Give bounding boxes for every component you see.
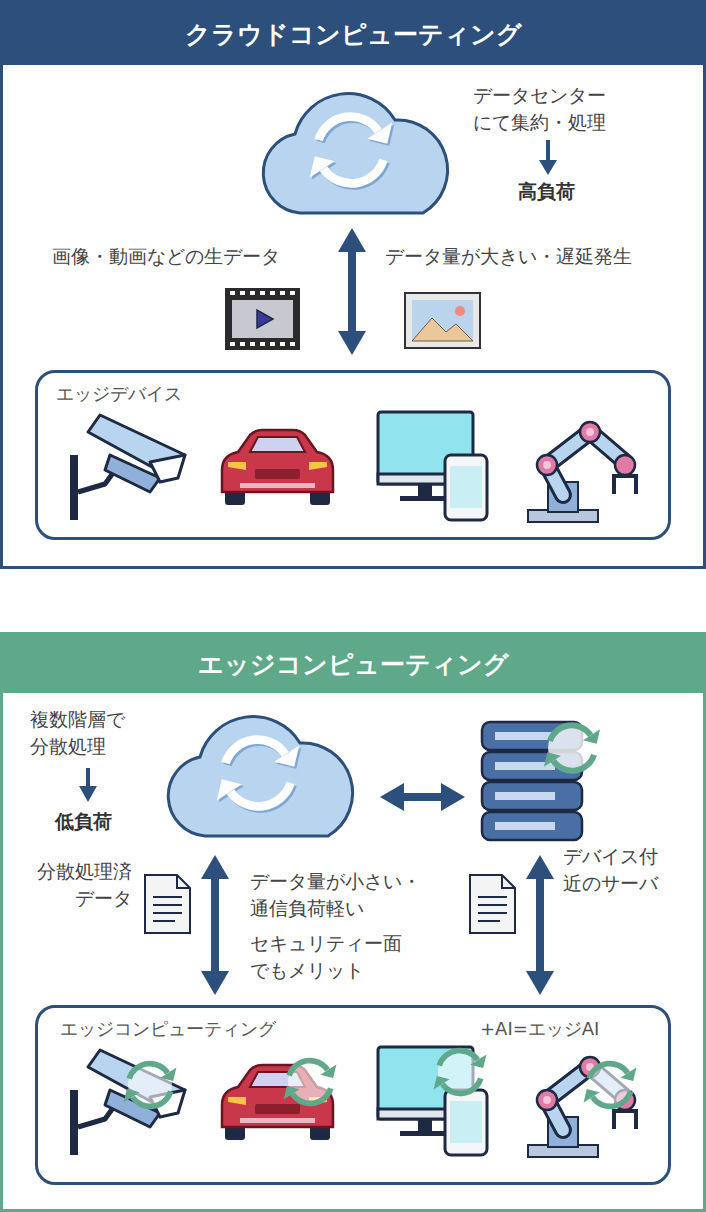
- device-group-box: エッジデバイス: [35, 370, 671, 540]
- note-text: データセンター にて集約・処理: [473, 82, 614, 135]
- group-label: エッジデバイス: [56, 381, 182, 406]
- panel-title: エッジコンピューティング: [198, 648, 509, 681]
- note-text: デバイス付 近のサーバ: [563, 843, 669, 896]
- arrow-label: セキュリティー面 でもメリット: [250, 930, 410, 983]
- panel-header: エッジコンピューティング: [3, 635, 703, 693]
- group-label: +AI=エッジAI: [480, 1016, 599, 1041]
- panel-title: クラウドコンピューティング: [185, 18, 522, 51]
- note-text: 複数階層で 分散処理: [30, 706, 133, 759]
- load-text: 低負荷: [55, 808, 112, 835]
- arrow-label: 画像・動画などの生データ: [52, 243, 280, 270]
- arrow-label: 分散処理済 データ: [20, 858, 132, 911]
- panel-header: クラウドコンピューティング: [3, 3, 703, 65]
- arrow-label: データ量が小さい・ 通信負荷軽い: [250, 868, 429, 921]
- arrow-label: データ量が大きい・遅延発生: [385, 243, 632, 270]
- group-label: エッジコンピューティング: [60, 1016, 276, 1041]
- load-text: 高負荷: [518, 178, 575, 205]
- device-group-box: エッジコンピューティング +AI=エッジAI: [35, 1005, 671, 1185]
